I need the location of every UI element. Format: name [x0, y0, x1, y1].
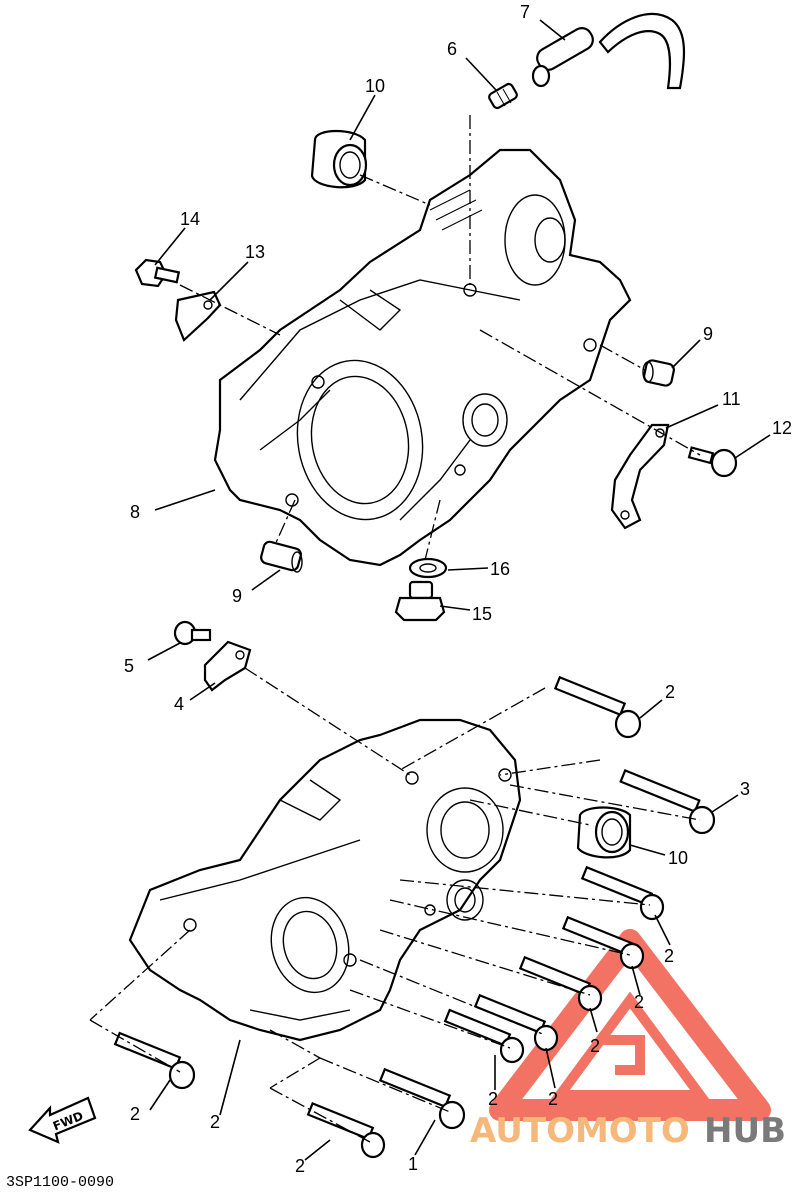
callout-3: 3	[740, 779, 750, 799]
callout-2-b: 2	[664, 946, 674, 966]
bearing-part-10-lower	[576, 806, 632, 859]
callout-labels: 7 6 10 14 13 9 11 12 8 9 16 15 5 4 2 3 1…	[124, 2, 792, 1176]
leader-lines	[147, 19, 771, 1161]
callout-2-bottom: 2	[295, 1156, 305, 1176]
callout-7: 7	[520, 2, 530, 22]
bolt-part-2-b	[580, 865, 665, 921]
callout-9: 9	[703, 324, 713, 344]
callout-5: 5	[124, 656, 134, 676]
callout-2-top: 2	[665, 682, 675, 702]
callout-12: 12	[772, 418, 792, 438]
callout-1: 2	[210, 1112, 220, 1132]
bolt-part-2-left	[113, 1031, 196, 1090]
callout-2-e: 2	[548, 1089, 558, 1109]
callout-2-mid: 1	[408, 1154, 418, 1174]
callout-10-lower: 10	[668, 848, 688, 868]
crankcase-half-part-8	[213, 148, 632, 567]
bolt-part-2-top	[553, 675, 642, 739]
callout-6: 6	[447, 39, 457, 59]
screw-part-12	[687, 446, 738, 478]
bolt-part-2-bottom	[306, 1102, 386, 1159]
plug-part-15	[394, 580, 446, 622]
callout-10: 10	[365, 76, 385, 96]
callout-2-left: 2	[130, 1104, 140, 1124]
bolt-part-2-f	[443, 1008, 525, 1064]
dowel-part-6	[488, 82, 518, 110]
callout-2-d: 2	[590, 1036, 600, 1056]
bolt-part-3	[619, 769, 716, 835]
callout-2-f: 2	[488, 1089, 498, 1109]
callout-13: 13	[245, 242, 265, 262]
dowel-part-9-left	[260, 540, 303, 573]
watermark-text-automoto: AUTOMOTO	[470, 1111, 690, 1151]
callout-8: 8	[130, 502, 140, 522]
alignment-dash-lines	[89, 115, 701, 1143]
callout-11: 11	[722, 389, 741, 409]
hose-part-7	[531, 12, 686, 90]
watermark-logo	[489, 929, 771, 1121]
fwd-arrow-icon: FWD	[28, 1096, 97, 1144]
watermark-text-hub: HUB	[704, 1111, 786, 1151]
callout-9-left: 9	[232, 586, 242, 606]
bolt-part-14	[134, 258, 181, 288]
callout-15: 15	[472, 604, 492, 624]
callout-2-c: 2	[634, 992, 644, 1012]
guide-part-11	[610, 423, 670, 530]
dowel-part-9-right	[642, 359, 675, 387]
screw-part-5	[173, 620, 212, 646]
bolt-part-2-mid	[378, 1067, 466, 1130]
washer-part-16	[408, 557, 448, 579]
bracket-part-4	[203, 640, 252, 692]
bracket-part-13	[174, 290, 222, 342]
bolt-part-2-d	[518, 955, 603, 1012]
bearing-part-10-upper	[310, 130, 368, 189]
callout-14: 14	[180, 209, 200, 229]
crankcase-half-part-1	[128, 718, 522, 1042]
watermark-text: AUTOMOTO HUB	[470, 1111, 786, 1151]
diagram-code: 3SP1100-0090	[6, 1174, 114, 1191]
callout-16: 16	[490, 559, 510, 579]
callout-4: 4	[174, 694, 184, 714]
